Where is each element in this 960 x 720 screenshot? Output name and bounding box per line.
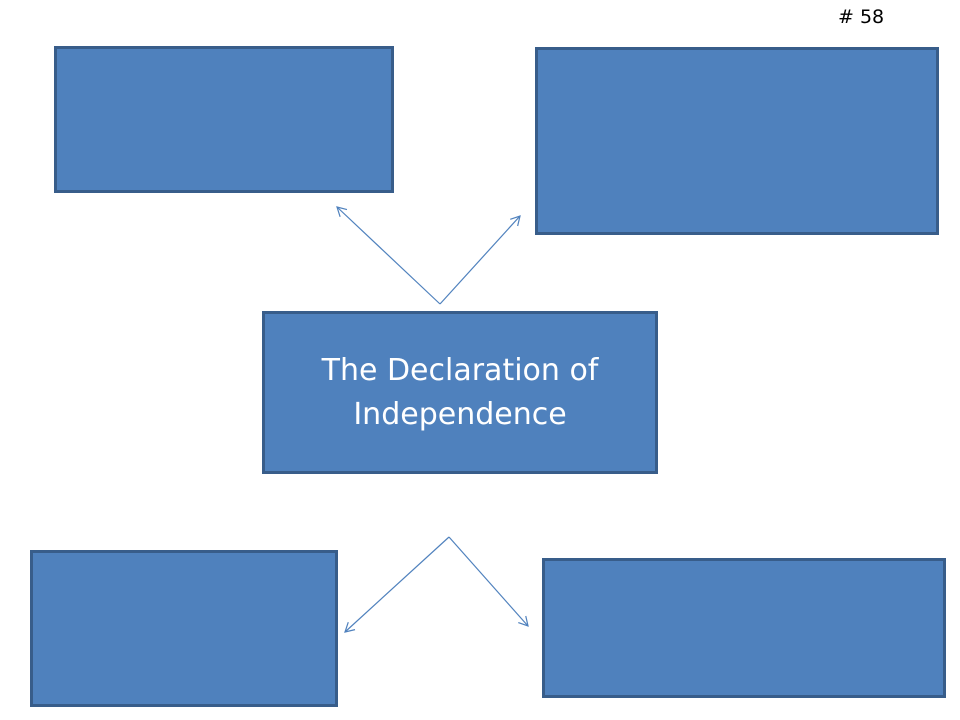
arrow-to-top-left	[336, 206, 441, 305]
arrow-to-bottom-right	[448, 536, 529, 627]
empty-box-top-left[interactable]	[54, 46, 394, 193]
arrow-to-top-right	[439, 215, 521, 305]
arrow-to-bottom-left	[344, 536, 450, 633]
empty-box-bottom-left[interactable]	[30, 550, 338, 707]
slide-number: # 58	[838, 6, 885, 28]
empty-box-bottom-right[interactable]	[542, 558, 946, 698]
central-topic-title: The Declaration of Independence	[321, 352, 599, 432]
empty-box-top-right[interactable]	[535, 47, 939, 235]
central-topic-box[interactable]: The Declaration of Independence	[262, 311, 658, 474]
